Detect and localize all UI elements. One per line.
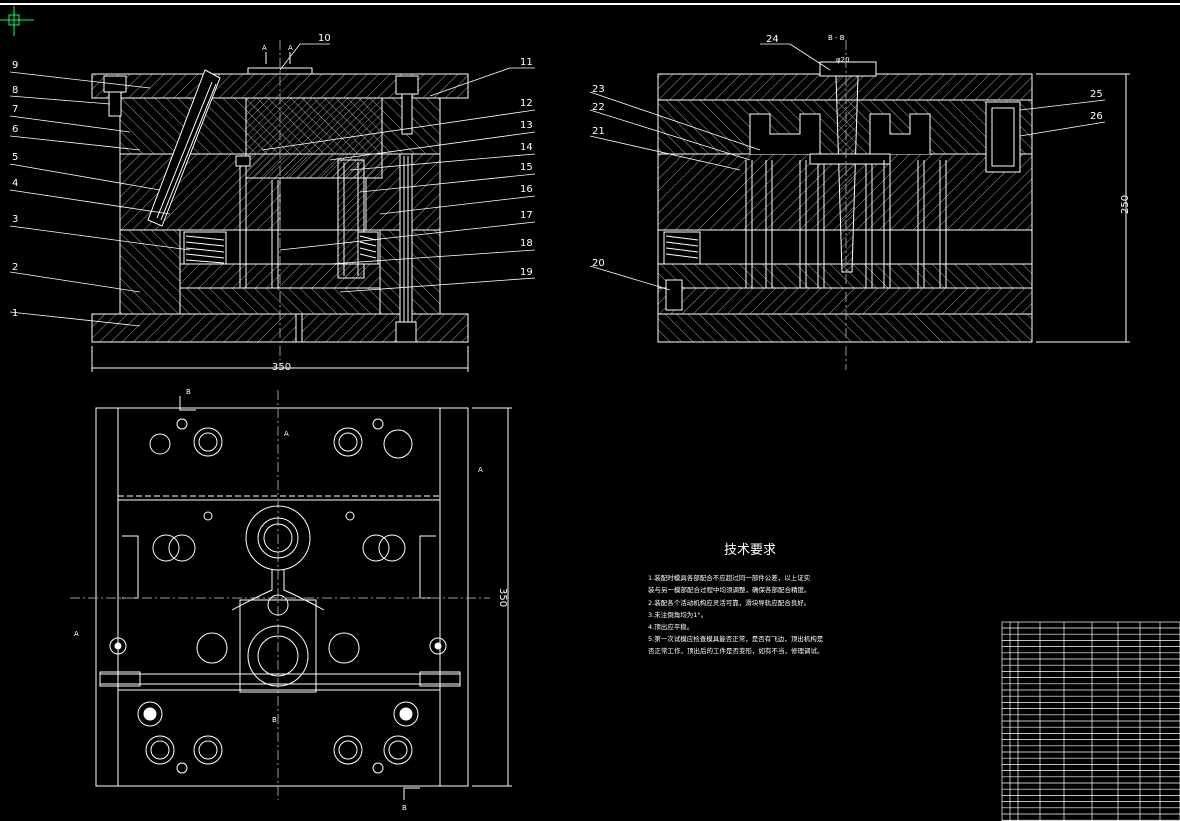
- part-label-18: 18: [520, 238, 533, 249]
- tech-note-line: 4.顶出应平稳。: [648, 622, 693, 631]
- part-label-11: 11: [520, 57, 533, 68]
- part-label-23: 23: [592, 84, 605, 95]
- part-label-17: 17: [520, 210, 533, 221]
- part-label-6: 6: [12, 124, 18, 135]
- part-label-2: 2: [12, 262, 18, 273]
- part-label-20: 20: [592, 258, 605, 269]
- tech-requirements-title: 技术要求: [724, 543, 776, 558]
- spring-icon: [183, 231, 227, 265]
- part-label-19: 19: [520, 267, 533, 278]
- front-section-view: [91, 40, 469, 372]
- bill-of-materials-table: [1001, 621, 1180, 821]
- section-mark-b: B: [272, 716, 277, 724]
- plan-view: [70, 390, 512, 800]
- cursor-crosshair-icon: [0, 6, 34, 36]
- part-label-5: 5: [12, 152, 18, 163]
- part-label-25: 25: [1090, 89, 1103, 100]
- section-mark-a: A: [288, 44, 293, 52]
- part-label-7: 7: [12, 104, 18, 115]
- section-mark-b: B: [402, 804, 407, 812]
- dim-height-side: 250: [1120, 195, 1131, 214]
- part-label-3: 3: [12, 214, 18, 225]
- spring-icon: [663, 231, 701, 265]
- side-part-numbers: 20 21 22 23 24 25 26: [592, 34, 1103, 269]
- part-label-13: 13: [520, 120, 533, 131]
- part-label-4: 4: [12, 178, 18, 189]
- part-label-26: 26: [1090, 111, 1103, 122]
- part-label-16: 16: [520, 184, 533, 195]
- tech-note-line: 装与另一模部配合过程中均须调整，确保各部配合精度。: [648, 585, 811, 594]
- side-section-view: [657, 40, 1130, 370]
- part-label-21: 21: [592, 126, 605, 137]
- part-label-8: 8: [12, 85, 18, 96]
- dim-width-front: 350: [272, 362, 291, 373]
- tech-note-line: 1.装配时模具各部配合不应超过同一部件公差，以上证实: [648, 573, 811, 582]
- sprue-dimension: φ20: [836, 56, 850, 64]
- tech-requirements-notes: 1.装配时模具各部配合不应超过同一部件公差，以上证实 装与另一模部配合过程中均须…: [648, 573, 824, 655]
- section-bb-title: B - B: [828, 34, 845, 42]
- part-label-22: 22: [592, 102, 605, 113]
- part-label-14: 14: [520, 142, 533, 153]
- part-label-9: 9: [12, 60, 18, 71]
- spring-icon: [357, 231, 379, 265]
- section-mark-a: A: [478, 466, 483, 474]
- section-mark-b: B: [186, 388, 191, 396]
- tech-note-line: 5.第一次试模应检查模具能否正常，是否有飞边，顶出机构是: [648, 634, 824, 643]
- part-label-1: 1: [12, 308, 18, 319]
- section-mark-a: A: [284, 430, 289, 438]
- part-label-10: 10: [318, 33, 331, 44]
- section-mark-a: A: [74, 630, 79, 638]
- tech-note-line: 3.未注倒角均为1°。: [648, 610, 707, 619]
- front-view-leaders: [9, 43, 536, 327]
- tech-note-line: 否正常工作，顶出后的工件是否变形，如有不当，修理调试。: [648, 646, 824, 655]
- tech-note-line: 2.装配各个活动机构应灵活可靠，滑块导轨应配合良好。: [648, 598, 810, 607]
- side-view-leaders: [589, 43, 1106, 291]
- front-part-numbers: 1 2 3 4 5 6 7 8 9 10 11 12 13 14 15 16 1…: [12, 33, 533, 319]
- part-label-24: 24: [766, 34, 779, 45]
- part-label-15: 15: [520, 162, 533, 173]
- part-label-12: 12: [520, 98, 533, 109]
- section-mark-a: A: [262, 44, 267, 52]
- dim-height-plan: 350: [497, 588, 508, 607]
